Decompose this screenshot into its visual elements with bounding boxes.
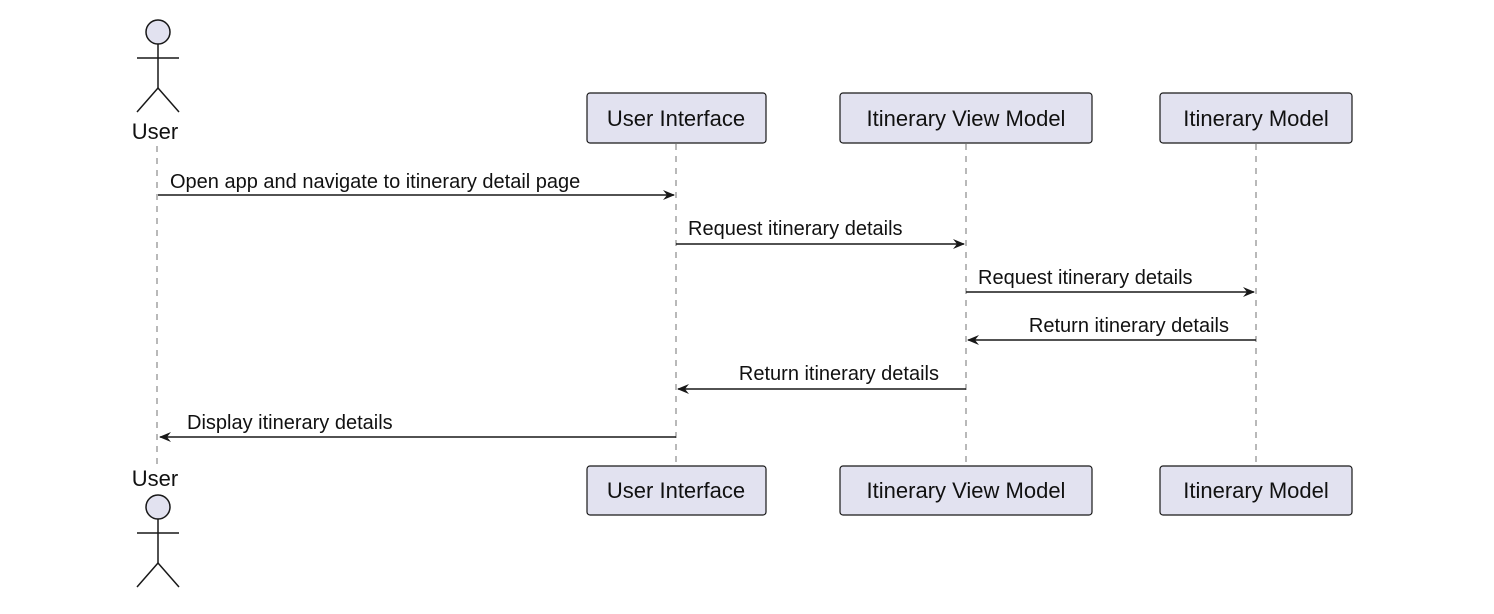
participant-box [839,465,1093,516]
participant-itinerary-model-top[interactable]: Itinerary Model [1159,92,1353,144]
message-3[interactable]: Request itinerary details [966,267,1255,297]
message-5[interactable]: Return itinerary details [677,363,966,394]
actor-left-leg-icon [136,562,159,588]
actor-right-leg-icon [157,87,180,113]
participant-label: User Interface [607,106,745,131]
participant-box [1159,465,1353,516]
actor-label-bottom: User [132,466,178,491]
participant-label: Itinerary View Model [867,106,1066,131]
actor-user-top[interactable]: User [132,19,180,144]
message-label: Return itinerary details [739,363,939,385]
actor-label-top: User [132,119,178,144]
participant-label: Itinerary Model [1183,478,1329,503]
actor-head-icon [145,494,171,520]
participant-itinerary-view-model-bottom[interactable]: Itinerary View Model [839,465,1093,516]
message-4[interactable]: Return itinerary details [967,315,1256,345]
participant-box [839,92,1093,144]
message-1[interactable]: Open app and navigate to itinerary detai… [158,171,675,200]
participant-itinerary-view-model-top[interactable]: Itinerary View Model [839,92,1093,144]
actor-right-leg-icon [157,562,180,588]
message-label: Open app and navigate to itinerary detai… [170,171,580,193]
message-label: Display itinerary details [187,412,393,434]
participant-box [1159,92,1353,144]
participant-label: Itinerary View Model [867,478,1066,503]
participant-box [586,92,767,144]
message-label: Request itinerary details [978,267,1193,289]
participant-label: User Interface [607,478,745,503]
message-2[interactable]: Request itinerary details [676,218,965,249]
actor-left-leg-icon [136,87,159,113]
message-label: Return itinerary details [1029,315,1229,337]
message-label: Request itinerary details [688,218,903,240]
lifelines [156,144,1257,470]
participant-box [586,465,767,516]
participant-label: Itinerary Model [1183,106,1329,131]
message-6[interactable]: Display itinerary details [159,412,676,442]
participant-user-interface-top[interactable]: User Interface [586,92,767,144]
actor-user-bottom[interactable]: User [132,466,180,588]
actor-head-icon [145,19,171,45]
participant-user-interface-bottom[interactable]: User Interface [586,465,767,516]
participant-itinerary-model-bottom[interactable]: Itinerary Model [1159,465,1353,516]
